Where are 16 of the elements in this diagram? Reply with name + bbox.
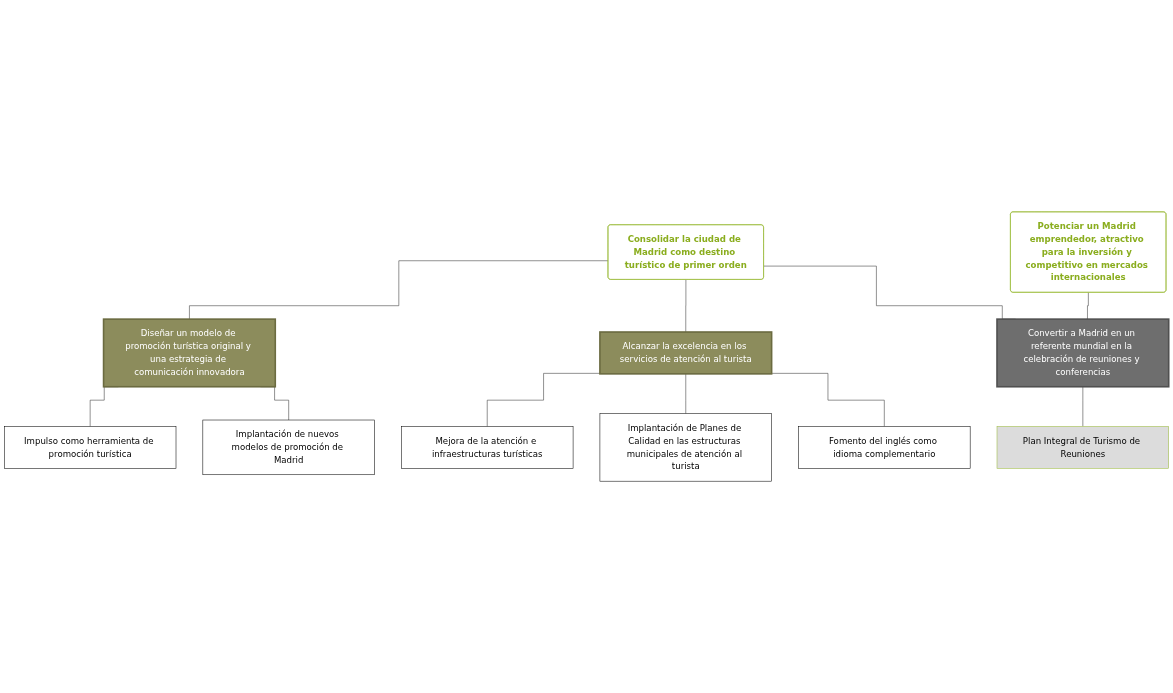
- connector: [1086, 292, 1089, 320]
- connector: [486, 373, 601, 427]
- node-box: Convertir a Madrid en un referente mundial en la celebración de reuniones y conferencias: [996, 318, 1170, 388]
- node-box: Fomento del inglés como idioma complementario: [798, 426, 971, 469]
- connector: [685, 279, 687, 333]
- connector: [771, 373, 885, 427]
- node-box: Implantación de nuevos modelos de promoción de Madrid: [202, 419, 375, 475]
- node-box: Impulso como herramienta de promoción turística: [4, 426, 177, 469]
- node-box: Plan Integral de Turismo de Reuniones: [996, 426, 1169, 469]
- connector: [189, 260, 609, 320]
- connector: [685, 373, 687, 414]
- node-box: Mejora de la atención e infraestructuras turísticas: [401, 426, 574, 469]
- connector: [1082, 386, 1084, 427]
- node-box: Implantación de Planes de Calidad en las estructuras municipales de atención al turista: [599, 413, 772, 482]
- node-box: Diseñar un modelo de promoción turística original y una estrategia de comunicación innovadora: [102, 318, 277, 388]
- node-box: Alcanzar la excelencia en los servicios de atención al turista: [599, 331, 773, 375]
